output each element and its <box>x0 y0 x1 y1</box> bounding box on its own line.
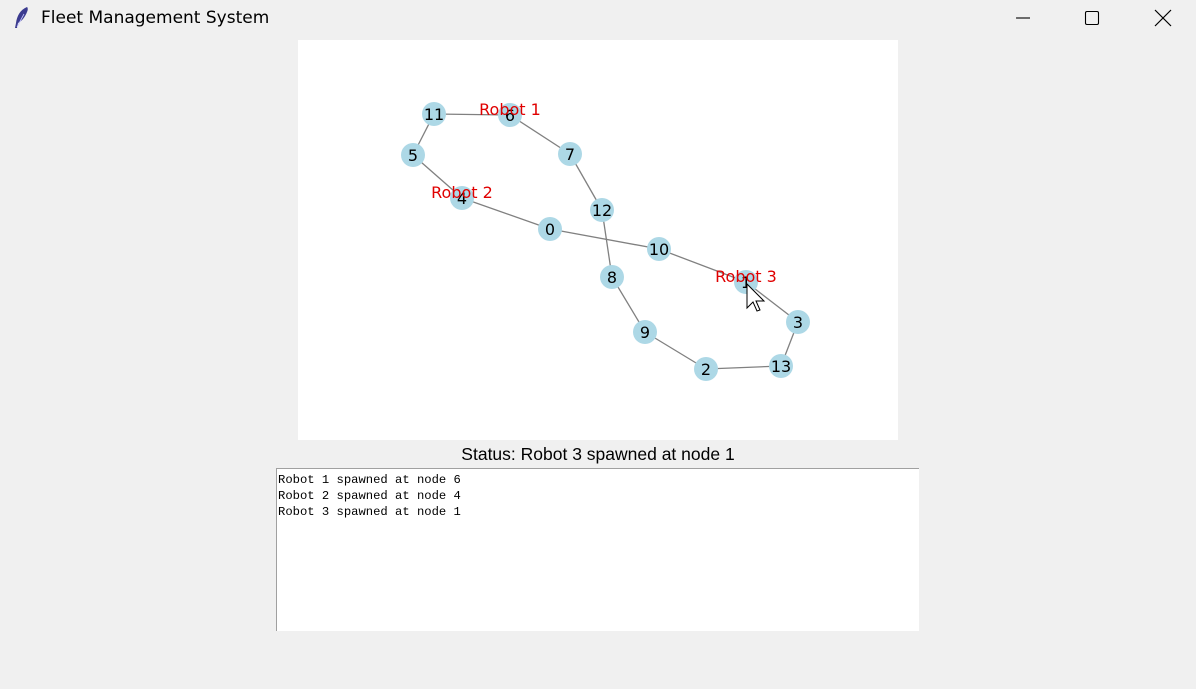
graph-edge <box>461 197 551 230</box>
mouse-cursor-icon <box>746 282 766 312</box>
log-line: Robot 2 spawned at node 4 <box>278 489 461 503</box>
node-label: 11 <box>424 105 444 124</box>
graph-node <box>590 198 614 222</box>
node-label: 13 <box>771 357 791 376</box>
graph-node <box>734 270 758 294</box>
maximize-icon <box>1084 10 1100 26</box>
graph-node <box>600 265 624 289</box>
node-label: 0 <box>545 220 555 239</box>
graph-node <box>401 143 425 167</box>
maximize-button[interactable] <box>1069 0 1115 36</box>
log-textbox[interactable]: Robot 1 spawned at node 6 Robot 2 spawned… <box>276 468 919 631</box>
robot-label: Robot 2 <box>431 183 493 202</box>
graph-node <box>558 142 582 166</box>
node-label: 5 <box>408 146 418 165</box>
node-label: 1 <box>741 273 751 292</box>
graph-edge <box>658 248 747 283</box>
graph-node <box>498 103 522 127</box>
window-title: Fleet Management System <box>41 8 270 28</box>
robot-label: Robot 1 <box>479 100 541 119</box>
graph-node <box>538 217 562 241</box>
graph-node <box>422 102 446 126</box>
node-label: 9 <box>640 323 650 342</box>
minimize-icon <box>1016 17 1030 19</box>
node-label: 10 <box>649 240 669 259</box>
log-line: Robot 1 spawned at node 6 <box>278 473 461 487</box>
graph-node <box>769 354 793 378</box>
graph-edge <box>549 228 660 250</box>
close-button[interactable] <box>1140 0 1186 36</box>
graph-edge <box>705 365 782 370</box>
node-label: 8 <box>607 268 617 287</box>
minimize-button[interactable] <box>1000 0 1046 36</box>
graph-node <box>647 237 671 261</box>
node-label: 4 <box>457 189 467 208</box>
log-line: Robot 3 spawned at node 1 <box>278 505 461 519</box>
title-bar: Fleet Management System <box>0 0 1196 36</box>
feather-icon <box>12 6 32 30</box>
graph-node <box>633 320 657 344</box>
node-label: 12 <box>592 201 612 220</box>
node-label: 7 <box>565 145 575 164</box>
node-label: 3 <box>793 313 803 332</box>
node-label: 2 <box>701 360 711 379</box>
robot-label: Robot 3 <box>715 267 777 286</box>
status-label: Status: Robot 3 spawned at node 1 <box>461 444 735 464</box>
graph-node <box>786 310 810 334</box>
graph-node <box>694 357 718 381</box>
node-label: 6 <box>505 106 515 125</box>
close-icon <box>1154 9 1172 27</box>
graph-edge <box>433 113 511 116</box>
graph-node <box>450 186 474 210</box>
